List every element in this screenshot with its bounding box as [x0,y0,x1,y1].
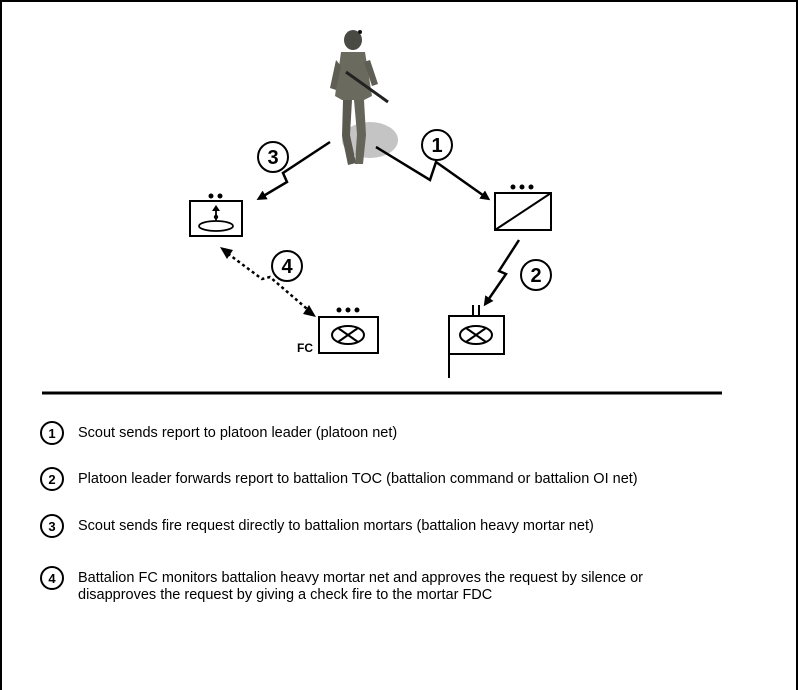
arrow-step-2 [483,239,521,307]
arrow-step-1 [375,145,491,201]
battalion-toc-symbol [494,184,552,231]
fc-label: FC [297,341,313,355]
legend-item-3: 3 Scout sends fire request directly to b… [40,514,594,538]
arrow-step-3 [256,140,331,201]
step-marker-1: 1 [421,129,453,161]
legend-number-4: 4 [40,566,64,590]
legend-text-3: Scout sends fire request directly to bat… [78,518,594,534]
step-marker-4: 4 [271,250,303,282]
legend-text-2: Platoon leader forwards report to battal… [78,471,638,487]
legend-text-4: Battalion FC monitors battalion heavy mo… [78,570,643,603]
platoon-leader-symbol [189,193,243,237]
legend-item-4: 4 Battalion FC monitors battalion heavy … [40,566,643,604]
step-marker-3-label: 3 [267,147,278,169]
legend-number-3: 3 [40,514,64,538]
step-marker-1-label: 1 [431,135,442,157]
legend-item-2: 2 Platoon leader forwards report to batt… [40,467,638,491]
legend-number-1: 1 [40,421,64,445]
legend-item-1: 1 Scout sends report to platoon leader (… [40,421,398,445]
soldier-figure [330,30,398,165]
legend-text-1: Scout sends report to platoon leader (pl… [78,425,398,441]
step-marker-2: 2 [520,259,552,291]
legend-number-2: 2 [40,467,64,491]
step-marker-2-label: 2 [530,265,541,287]
arrow-step-4 [220,247,316,317]
battalion-fc-symbol [318,307,379,354]
step-marker-4-label: 4 [281,256,293,278]
battalion-mortar-symbol [448,305,505,378]
step-marker-3: 3 [257,141,289,173]
